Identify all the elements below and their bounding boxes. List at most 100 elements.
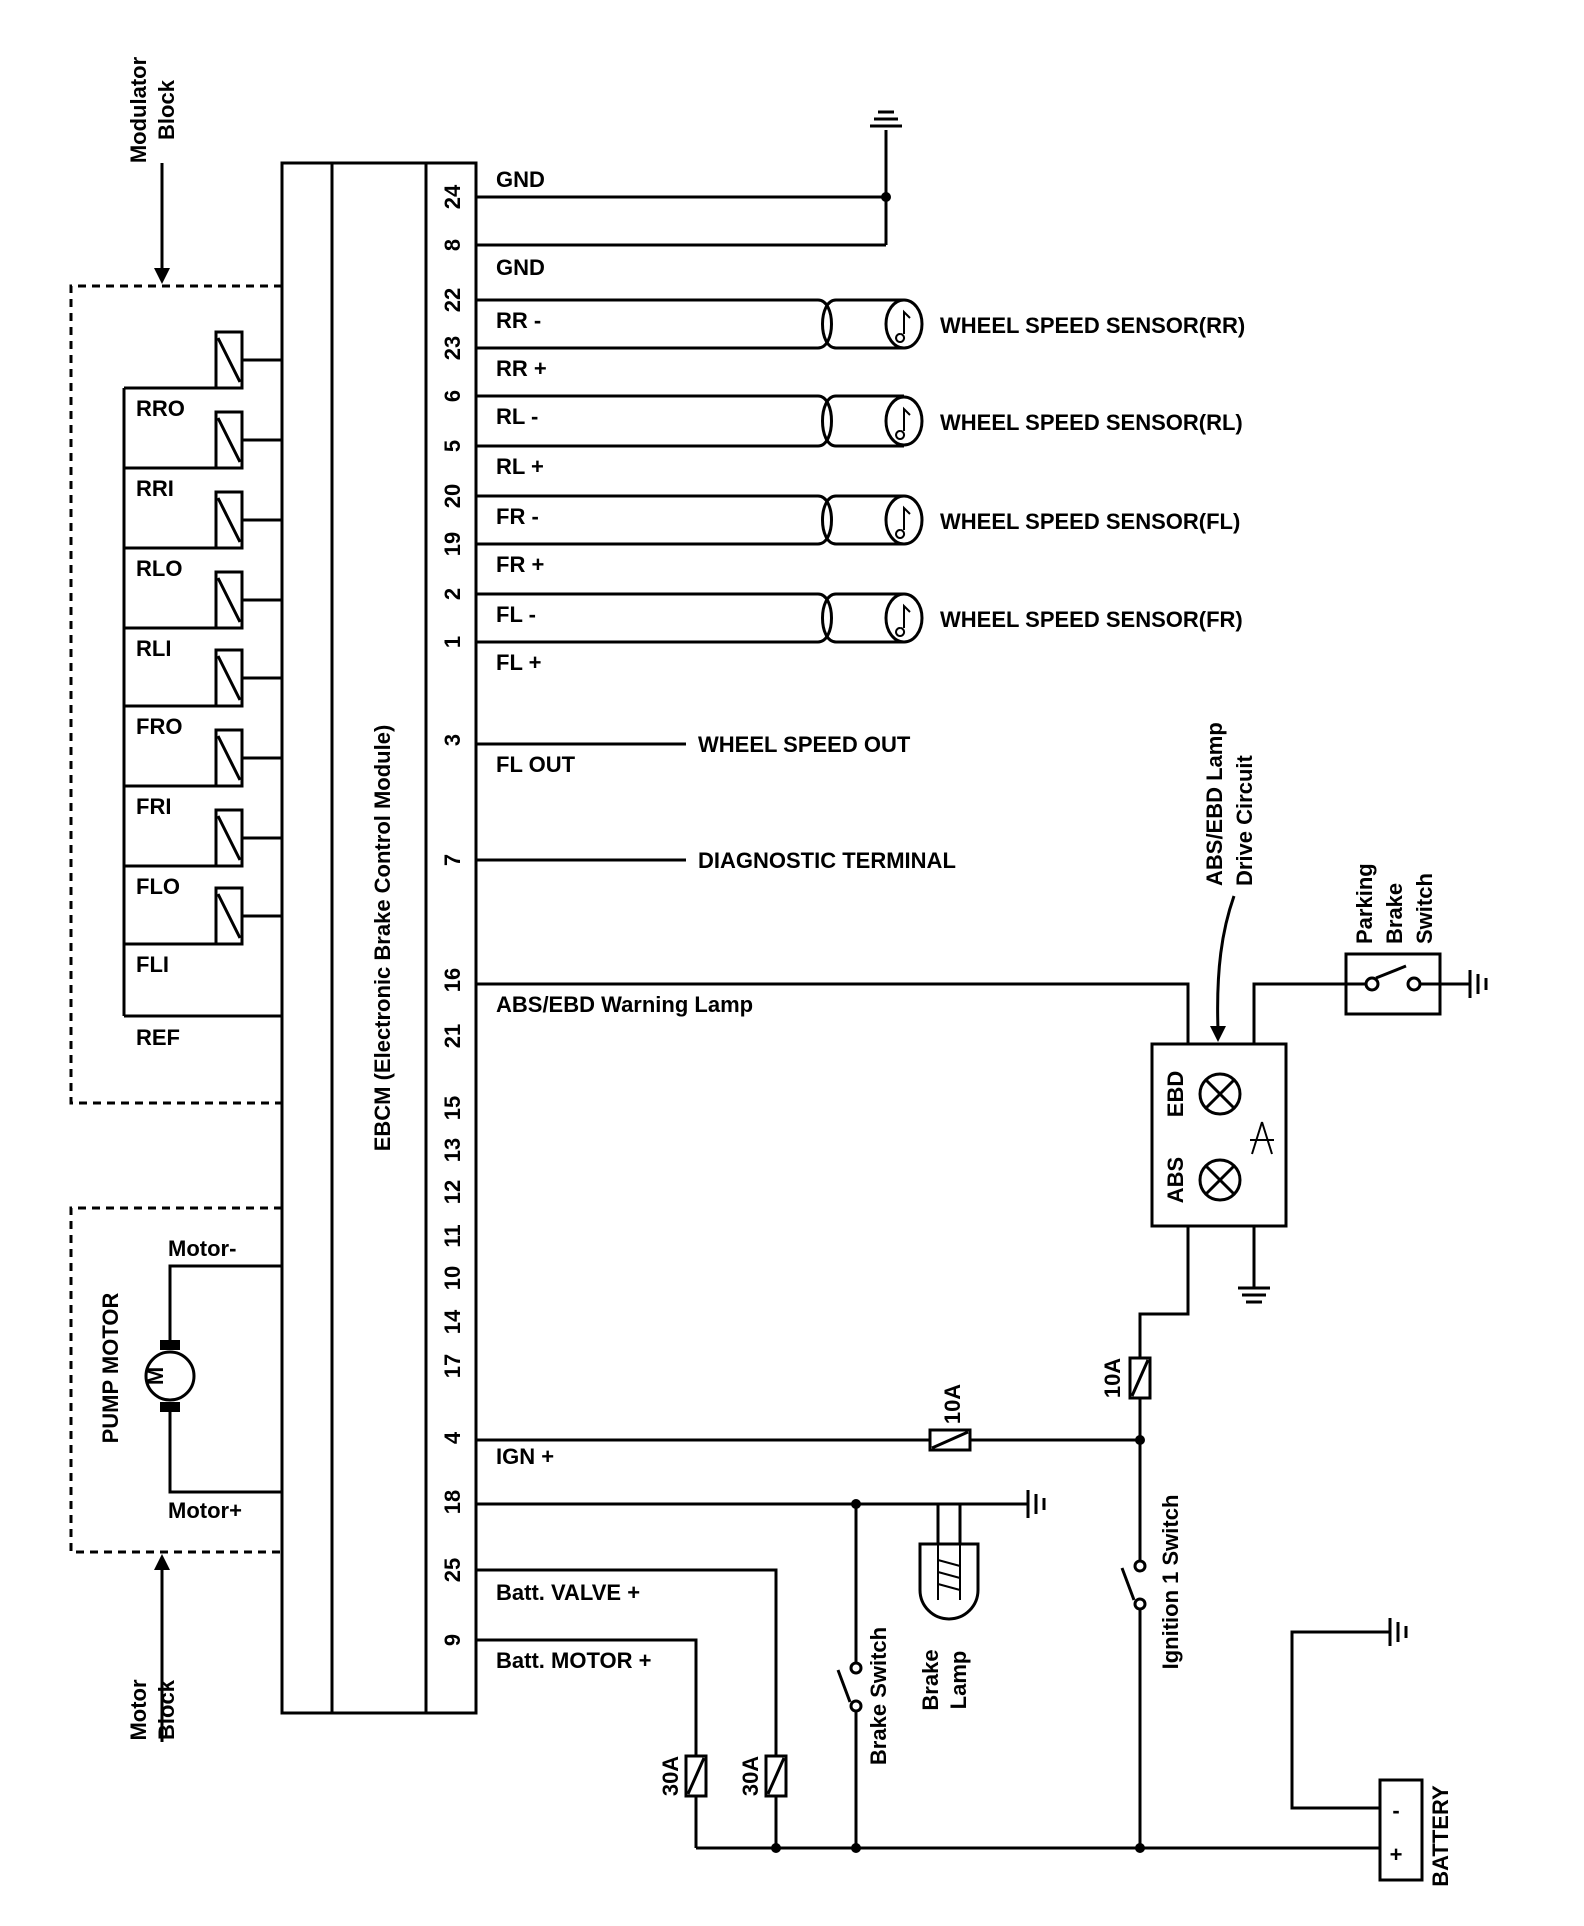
ebd-lamp-icon bbox=[1198, 1072, 1242, 1116]
wheel-sensor-glyph-fr bbox=[895, 603, 911, 637]
battery-minus-label: - bbox=[1392, 1798, 1399, 1823]
pin-14: 14 bbox=[440, 1309, 465, 1334]
wheel-speed-sensor-label-rr: WHEEL SPEED SENSOR(RR) bbox=[940, 313, 1245, 338]
pin-12: 12 bbox=[440, 1180, 465, 1204]
gnd-label-1: GND bbox=[496, 167, 545, 192]
ground-wires bbox=[476, 110, 902, 247]
wheel-speed-sensor-label-rl: WHEEL SPEED SENSOR(RL) bbox=[940, 410, 1243, 435]
signal-label-fr-plus: FL + bbox=[496, 650, 541, 675]
wheel-sensor-glyph-fl bbox=[895, 505, 911, 539]
motor-plus-label: Motor+ bbox=[168, 1498, 242, 1523]
ignition-switch-contact-2 bbox=[1133, 1597, 1147, 1611]
valve-coil-mark bbox=[216, 735, 242, 781]
signal-label-fl-plus: FR + bbox=[496, 552, 544, 577]
valve-coil-mark bbox=[216, 815, 242, 861]
motor-icon bbox=[144, 1350, 196, 1402]
twist-mark-rl bbox=[821, 394, 837, 448]
brake-lamp-label-1: Brake bbox=[918, 1649, 943, 1710]
signal-label-fl-minus: FR - bbox=[496, 504, 539, 529]
parking-brake-label-1: Parking bbox=[1352, 863, 1377, 944]
pin-15: 15 bbox=[440, 1096, 465, 1120]
pin-19: 19 bbox=[440, 532, 465, 556]
wheel-sensor-glyph-rl bbox=[895, 406, 911, 440]
motor-block-label-2: Block bbox=[154, 1679, 179, 1740]
twist-mark-fr bbox=[821, 592, 837, 644]
lamp-drive-label: ABS/EBD Lamp Drive Circuit bbox=[1202, 722, 1257, 886]
pin-21: 21 bbox=[440, 1024, 465, 1048]
warning-lamp-label: ABS/EBD Warning Lamp bbox=[496, 992, 753, 1017]
signal-label-fr-minus: FL - bbox=[496, 602, 536, 627]
pin-3: 3 bbox=[440, 734, 465, 746]
lamp-fuse-label: 10A bbox=[1100, 1358, 1125, 1398]
brake-lamp-label: Brake Lamp bbox=[918, 1649, 971, 1710]
twist-mark-fr bbox=[817, 592, 833, 644]
valve-coil-mark bbox=[216, 577, 242, 623]
brake-switch-label: Brake Switch bbox=[866, 1627, 891, 1765]
parking-brake-label-2: Brake bbox=[1382, 883, 1407, 944]
motor-block-label-1: Motor bbox=[126, 1679, 151, 1741]
wheel-speed-sensor-label-fr: WHEEL SPEED SENSOR(FR) bbox=[940, 607, 1243, 632]
twist-mark-rr bbox=[817, 298, 833, 350]
ignition-switch-label: Ignition 1 Switch bbox=[1158, 1495, 1183, 1670]
battery-icon bbox=[1378, 1778, 1424, 1882]
valve-label-fro: FRO bbox=[136, 714, 182, 739]
modulator-block-label-1: Modulator bbox=[126, 56, 151, 163]
twist-mark-fl bbox=[817, 494, 833, 546]
battery-label: BATTERY bbox=[1428, 1785, 1453, 1887]
valve-label-rro: RRO bbox=[136, 396, 185, 421]
twist-mark-rl bbox=[817, 394, 833, 448]
parking-brake-contact-1 bbox=[1364, 976, 1380, 992]
brake-switch-contact-1 bbox=[849, 1661, 863, 1675]
valve-coil-mark bbox=[216, 655, 242, 701]
valve-label-rlo: RLO bbox=[136, 556, 182, 581]
ref-label: REF bbox=[136, 1025, 180, 1050]
pin-24: 24 bbox=[440, 184, 465, 209]
lamp-drive-label-2: Drive Circuit bbox=[1232, 755, 1257, 886]
pin-4: 4 bbox=[440, 1431, 465, 1444]
ebd-lamp-label: EBD bbox=[1163, 1071, 1188, 1117]
pin-16: 16 bbox=[440, 968, 465, 992]
pin-22: 22 bbox=[440, 288, 465, 312]
pin-7: 7 bbox=[440, 854, 465, 866]
parking-brake-label-3: Switch bbox=[1412, 873, 1437, 944]
valve-coil-mark bbox=[216, 497, 242, 543]
wheel-speed-sensor-label-fl: WHEEL SPEED SENSOR(FL) bbox=[940, 509, 1240, 534]
batt-valve-label: Batt. VALVE + bbox=[496, 1580, 640, 1605]
modulator-block: Modulator Block bbox=[69, 56, 282, 1105]
parking-brake-contact-2 bbox=[1406, 976, 1422, 992]
lamp-cluster-box bbox=[1150, 1042, 1288, 1228]
pin-9: 9 bbox=[440, 1634, 465, 1646]
lamp-drive-label-1: ABS/EBD Lamp bbox=[1202, 722, 1227, 886]
sensor-group: RR -RR +WHEEL SPEED SENSOR(RR)RL -RL +WH… bbox=[476, 298, 1245, 675]
pin-25: 25 bbox=[440, 1558, 465, 1582]
parking-brake-label: Parking Brake Switch bbox=[1352, 863, 1437, 944]
batt-motor-label: Batt. MOTOR + bbox=[496, 1648, 651, 1673]
valve-label-rli: RLI bbox=[136, 636, 171, 661]
battery-plus-label: + bbox=[1390, 1842, 1403, 1867]
brake-switch-contact-2 bbox=[849, 1699, 863, 1713]
valve-fuse-label: 30A bbox=[738, 1756, 763, 1796]
signal-label-rr-plus: RR + bbox=[496, 356, 547, 381]
valve-label-flo: FLO bbox=[136, 874, 180, 899]
valve-coil-mark bbox=[216, 337, 242, 383]
valve-coil-mark bbox=[216, 893, 242, 939]
pin-group: 2482223652019213716211513121110141741825… bbox=[440, 184, 465, 1646]
diagnostic-terminal-label: DIAGNOSTIC TERMINAL bbox=[698, 848, 956, 873]
wheel-sensor-icon-rl bbox=[884, 395, 924, 447]
ignition-switch-contact-1 bbox=[1133, 1559, 1147, 1573]
wheel-speed-out-label: WHEEL SPEED OUT bbox=[698, 732, 911, 757]
gnd-label-2: GND bbox=[496, 255, 545, 280]
pin-17: 17 bbox=[440, 1354, 465, 1378]
ebcm-module: EBCM (Electronic Brake Control Module) bbox=[280, 161, 478, 1715]
motor-minus-label: Motor- bbox=[168, 1236, 236, 1261]
pump-motor-label: PUMP MOTOR bbox=[98, 1293, 123, 1444]
valve-label-fri: FRI bbox=[136, 794, 171, 819]
wheel-sensor-icon-fl bbox=[884, 494, 924, 546]
motor-symbol: M bbox=[143, 1367, 168, 1385]
ign-label: IGN + bbox=[496, 1444, 554, 1469]
signal-label-rl-plus: RL + bbox=[496, 454, 544, 479]
warning-lamp-circuit bbox=[476, 895, 1488, 1358]
ignition-circuit bbox=[476, 1356, 1424, 1882]
